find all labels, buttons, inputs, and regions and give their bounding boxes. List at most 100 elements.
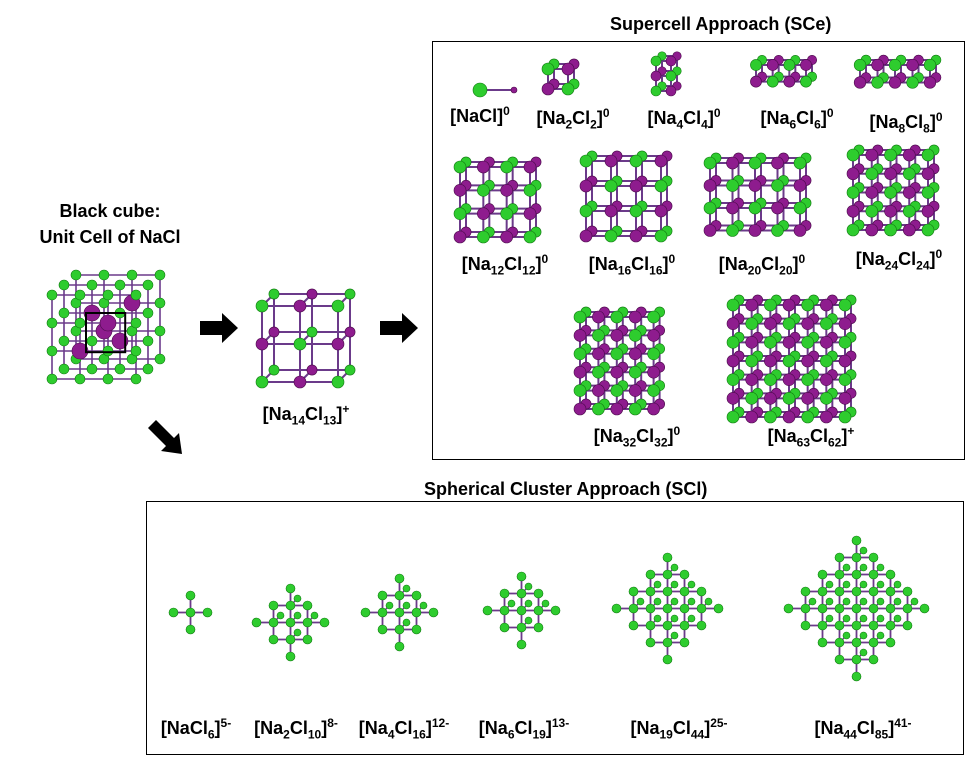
formula-charge: 0 xyxy=(673,424,681,438)
sodium-atom xyxy=(871,58,884,72)
intermediate-formula: [Na14Cl13]+ xyxy=(262,402,350,428)
sodium-atom xyxy=(726,317,740,330)
chlorine-atom xyxy=(893,614,901,622)
chlorine-atom xyxy=(800,603,810,613)
chlorine-atom xyxy=(859,648,867,656)
chlorine-atom xyxy=(704,597,712,605)
chlorine-atom xyxy=(523,230,537,244)
chlorine-atom xyxy=(142,307,154,319)
chlorine-atom xyxy=(499,605,509,615)
chlorine-atom xyxy=(726,410,740,424)
chlorine-atom xyxy=(801,298,814,312)
chlorine-atom xyxy=(611,603,621,613)
chlorine-atom xyxy=(838,373,852,386)
sodium-atom xyxy=(573,329,587,342)
chlorine-atom xyxy=(885,603,895,613)
chlorine-atom xyxy=(838,298,852,312)
formula-element: Cl xyxy=(672,718,691,738)
spherical-formula: [Na6Cl19]13- xyxy=(479,716,569,742)
chlorine-atom xyxy=(838,410,852,424)
chlorine-atom xyxy=(884,148,897,162)
chlorine-atom xyxy=(801,336,814,349)
chlorine-atom xyxy=(834,620,844,630)
supercell-panel xyxy=(432,41,965,460)
chlorine-atom xyxy=(842,614,850,622)
sodium-atom xyxy=(838,392,852,405)
chlorine-atom xyxy=(820,317,833,330)
chlorine-atom xyxy=(500,160,513,174)
chlorine-atom xyxy=(285,617,295,627)
sodium-atom xyxy=(665,85,677,97)
sodium-atom xyxy=(801,317,814,330)
formula-charge: 0 xyxy=(826,106,834,120)
chlorine-atom xyxy=(255,375,269,389)
chlorine-atom xyxy=(687,580,695,588)
chlorine-atom xyxy=(255,299,269,313)
chlorine-atom xyxy=(888,58,902,72)
sodium-atom xyxy=(726,156,739,170)
chlorine-atom xyxy=(402,618,410,626)
sodium-atom xyxy=(510,86,518,94)
sodium-atom xyxy=(783,75,796,88)
supercell-molecule xyxy=(579,150,673,243)
sodium-atom xyxy=(800,59,812,71)
chlorine-atom xyxy=(142,279,154,291)
sodium-atom xyxy=(902,186,916,199)
sodium-atom xyxy=(561,62,575,76)
chlorine-atom xyxy=(394,573,404,583)
sodium-atom xyxy=(771,156,784,170)
supercell-title: Supercell Approach (SCe) xyxy=(610,14,832,34)
chlorine-atom xyxy=(726,179,739,192)
chlorine-atom xyxy=(782,354,796,368)
chlorine-atom xyxy=(851,603,861,613)
formula-element: [Na xyxy=(593,426,623,446)
chlorine-atom xyxy=(500,207,513,220)
formula-element: [Na xyxy=(254,718,284,738)
formula-subscript: 4 xyxy=(676,117,684,132)
chlorine-atom xyxy=(524,616,532,624)
chlorine-atom xyxy=(285,583,295,593)
formula-charge: 0 xyxy=(935,110,943,124)
formula-element: Cl xyxy=(572,108,591,128)
chlorine-atom xyxy=(750,59,762,71)
sodium-atom xyxy=(838,354,852,368)
supercell-formula: [Na24Cl24]0 xyxy=(856,247,942,273)
chlorine-atom xyxy=(865,167,879,181)
chlorine-atom xyxy=(319,617,329,627)
chlorine-atom xyxy=(662,637,672,647)
chlorine-atom xyxy=(168,607,178,617)
sodium-atom xyxy=(865,148,879,162)
formula-subscript: 19 xyxy=(659,727,673,742)
chlorine-atom xyxy=(696,620,706,630)
chlorine-atom xyxy=(293,611,301,619)
chlorine-atom xyxy=(402,584,410,592)
chlorine-atom xyxy=(842,580,850,588)
sodium-atom xyxy=(782,298,796,312)
spherical-cluster-molecule xyxy=(611,552,723,664)
chlorine-atom xyxy=(902,167,916,181)
sodium-atom xyxy=(793,179,807,192)
sodium-atom xyxy=(764,392,777,405)
chlorine-atom xyxy=(783,59,796,71)
sodium-atom xyxy=(750,75,762,88)
unit-cell-title-line2: Unit Cell of NaCl xyxy=(39,227,181,247)
formula-element: [Na xyxy=(588,254,618,274)
chlorine-atom xyxy=(185,590,195,600)
chlorine-atom xyxy=(834,569,844,579)
formula-element: Cl xyxy=(504,254,523,274)
chlorine-atom xyxy=(782,317,796,330)
formula-charge: 12- xyxy=(431,716,450,730)
chlorine-atom xyxy=(541,62,555,76)
chlorine-atom xyxy=(859,614,867,622)
sodium-atom xyxy=(453,230,467,244)
formula-charge: 5- xyxy=(220,716,232,730)
chlorine-atom xyxy=(654,229,668,243)
supercell-formula: [NaCl]0 xyxy=(450,104,510,127)
sodium-atom xyxy=(268,326,280,338)
formula-bracket: ] xyxy=(425,718,432,738)
chlorine-atom xyxy=(58,335,70,347)
formula-subscript: 32 xyxy=(622,435,637,450)
formula-element: [NaCl] xyxy=(450,106,504,126)
chlorine-atom xyxy=(533,588,543,598)
chlorine-atom xyxy=(653,597,661,605)
